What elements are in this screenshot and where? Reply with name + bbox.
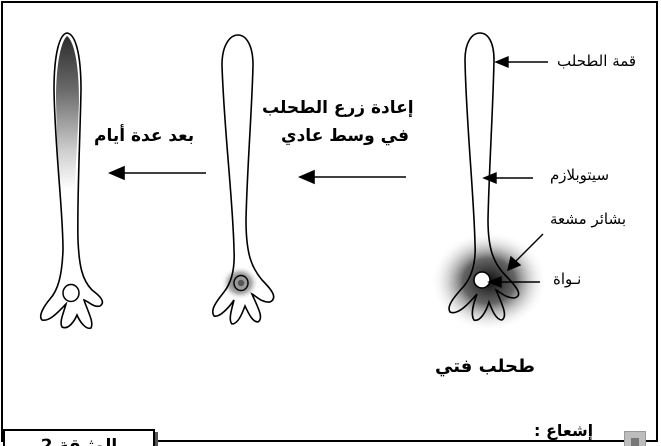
arrow-regraft-head xyxy=(300,171,314,183)
label-irradiated-spores: بشائر مشعة xyxy=(550,210,626,228)
legend-irradiation-label: إشعاع : xyxy=(534,421,593,440)
legend-irradiation-swatch xyxy=(624,431,646,446)
alga-regrafted xyxy=(213,35,274,324)
label-after-days: بعد عدة أيام xyxy=(94,126,194,146)
document-title: الوثيقة 2 xyxy=(41,436,118,446)
nucleus-left xyxy=(63,285,79,302)
label-alga-name: طحلب فتي xyxy=(435,356,535,377)
label-cytoplasm: سيتوبلازم xyxy=(550,166,609,184)
document-title-box: الوثيقة 2 xyxy=(3,429,155,446)
label-regraft: إعادة زرع الطحلب xyxy=(262,98,414,118)
nucleus-middle-core xyxy=(238,280,244,286)
process-arrows xyxy=(110,167,406,183)
label-cap: قمة الطحلب xyxy=(557,52,636,70)
alga-regenerated xyxy=(41,33,103,328)
pointer-cap-head xyxy=(496,57,508,67)
arrow-days-head xyxy=(110,167,124,179)
nucleus-right xyxy=(474,272,490,288)
label-nucleus: نـواة xyxy=(553,270,581,288)
label-normal-medium: في وسط عادي xyxy=(281,126,409,146)
regenerated-cap-shading xyxy=(56,36,79,190)
